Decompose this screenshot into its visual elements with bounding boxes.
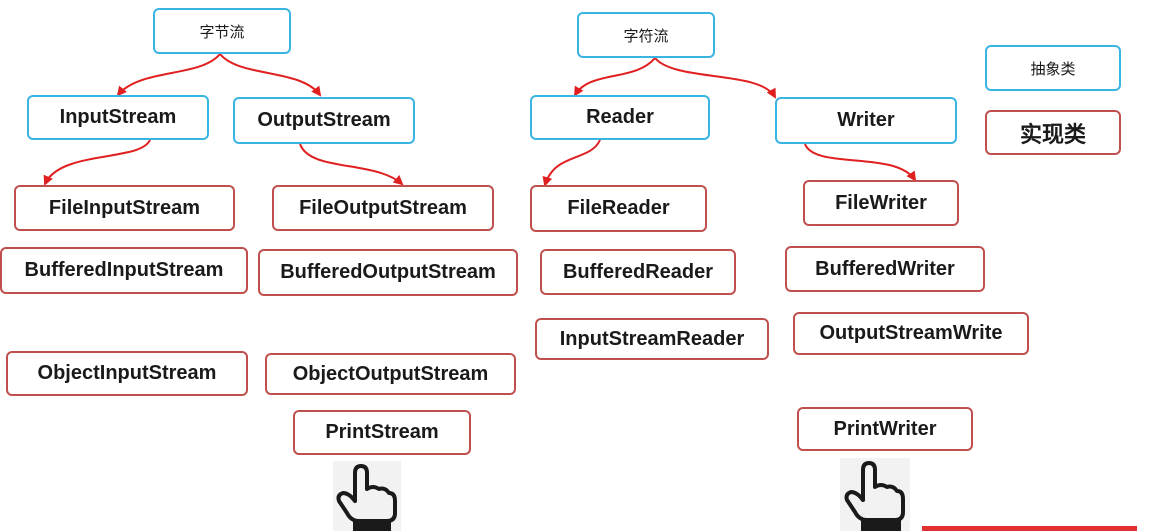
bufferedinputstream-node: BufferedInputStream <box>0 247 248 294</box>
writer-node: Writer <box>775 97 957 144</box>
arrow-root-to-inputstream <box>116 53 221 97</box>
pointing-hand-icon <box>333 461 401 531</box>
arrow-inputstream-to-fileinputstream <box>43 139 151 186</box>
arrow-root-to-writer <box>654 57 776 99</box>
arrow-root-to-reader <box>573 57 656 97</box>
arrow-writer-to-filewriter <box>804 143 917 182</box>
legend-impl: 实现类 <box>985 110 1121 155</box>
red-edge-strip <box>922 526 1137 531</box>
char-stream-root: 字符流 <box>577 12 715 58</box>
printstream-node: PrintStream <box>293 410 471 455</box>
fileoutputstream-node: FileOutputStream <box>272 185 494 231</box>
inputstream-node: InputStream <box>27 95 209 140</box>
byte-stream-root: 字节流 <box>153 8 291 54</box>
outputstream-node: OutputStream <box>233 97 415 144</box>
reader-node: Reader <box>530 95 710 140</box>
arrow-reader-to-filereader <box>542 139 601 187</box>
filereader-node: FileReader <box>530 185 707 232</box>
objectoutputstream-node: ObjectOutputStream <box>265 353 516 395</box>
inputstreamreader-node: InputStreamReader <box>535 318 769 360</box>
bufferedoutputstream-node: BufferedOutputStream <box>258 249 518 296</box>
filewriter-node: FileWriter <box>803 180 959 226</box>
bufferedwriter-node: BufferedWriter <box>785 246 985 292</box>
pointing-hand-icon <box>840 458 910 531</box>
fileinputstream-node: FileInputStream <box>14 185 235 231</box>
bufferedreader-node: BufferedReader <box>540 249 736 295</box>
arrow-root-to-outputstream <box>219 53 322 97</box>
printwriter-node: PrintWriter <box>797 407 973 451</box>
legend-abstract: 抽象类 <box>985 45 1121 91</box>
objectinputstream-node: ObjectInputStream <box>6 351 248 396</box>
arrow-outputstream-to-fileoutputstream <box>299 143 404 186</box>
outputstreamwrite-node: OutputStreamWrite <box>793 312 1029 355</box>
